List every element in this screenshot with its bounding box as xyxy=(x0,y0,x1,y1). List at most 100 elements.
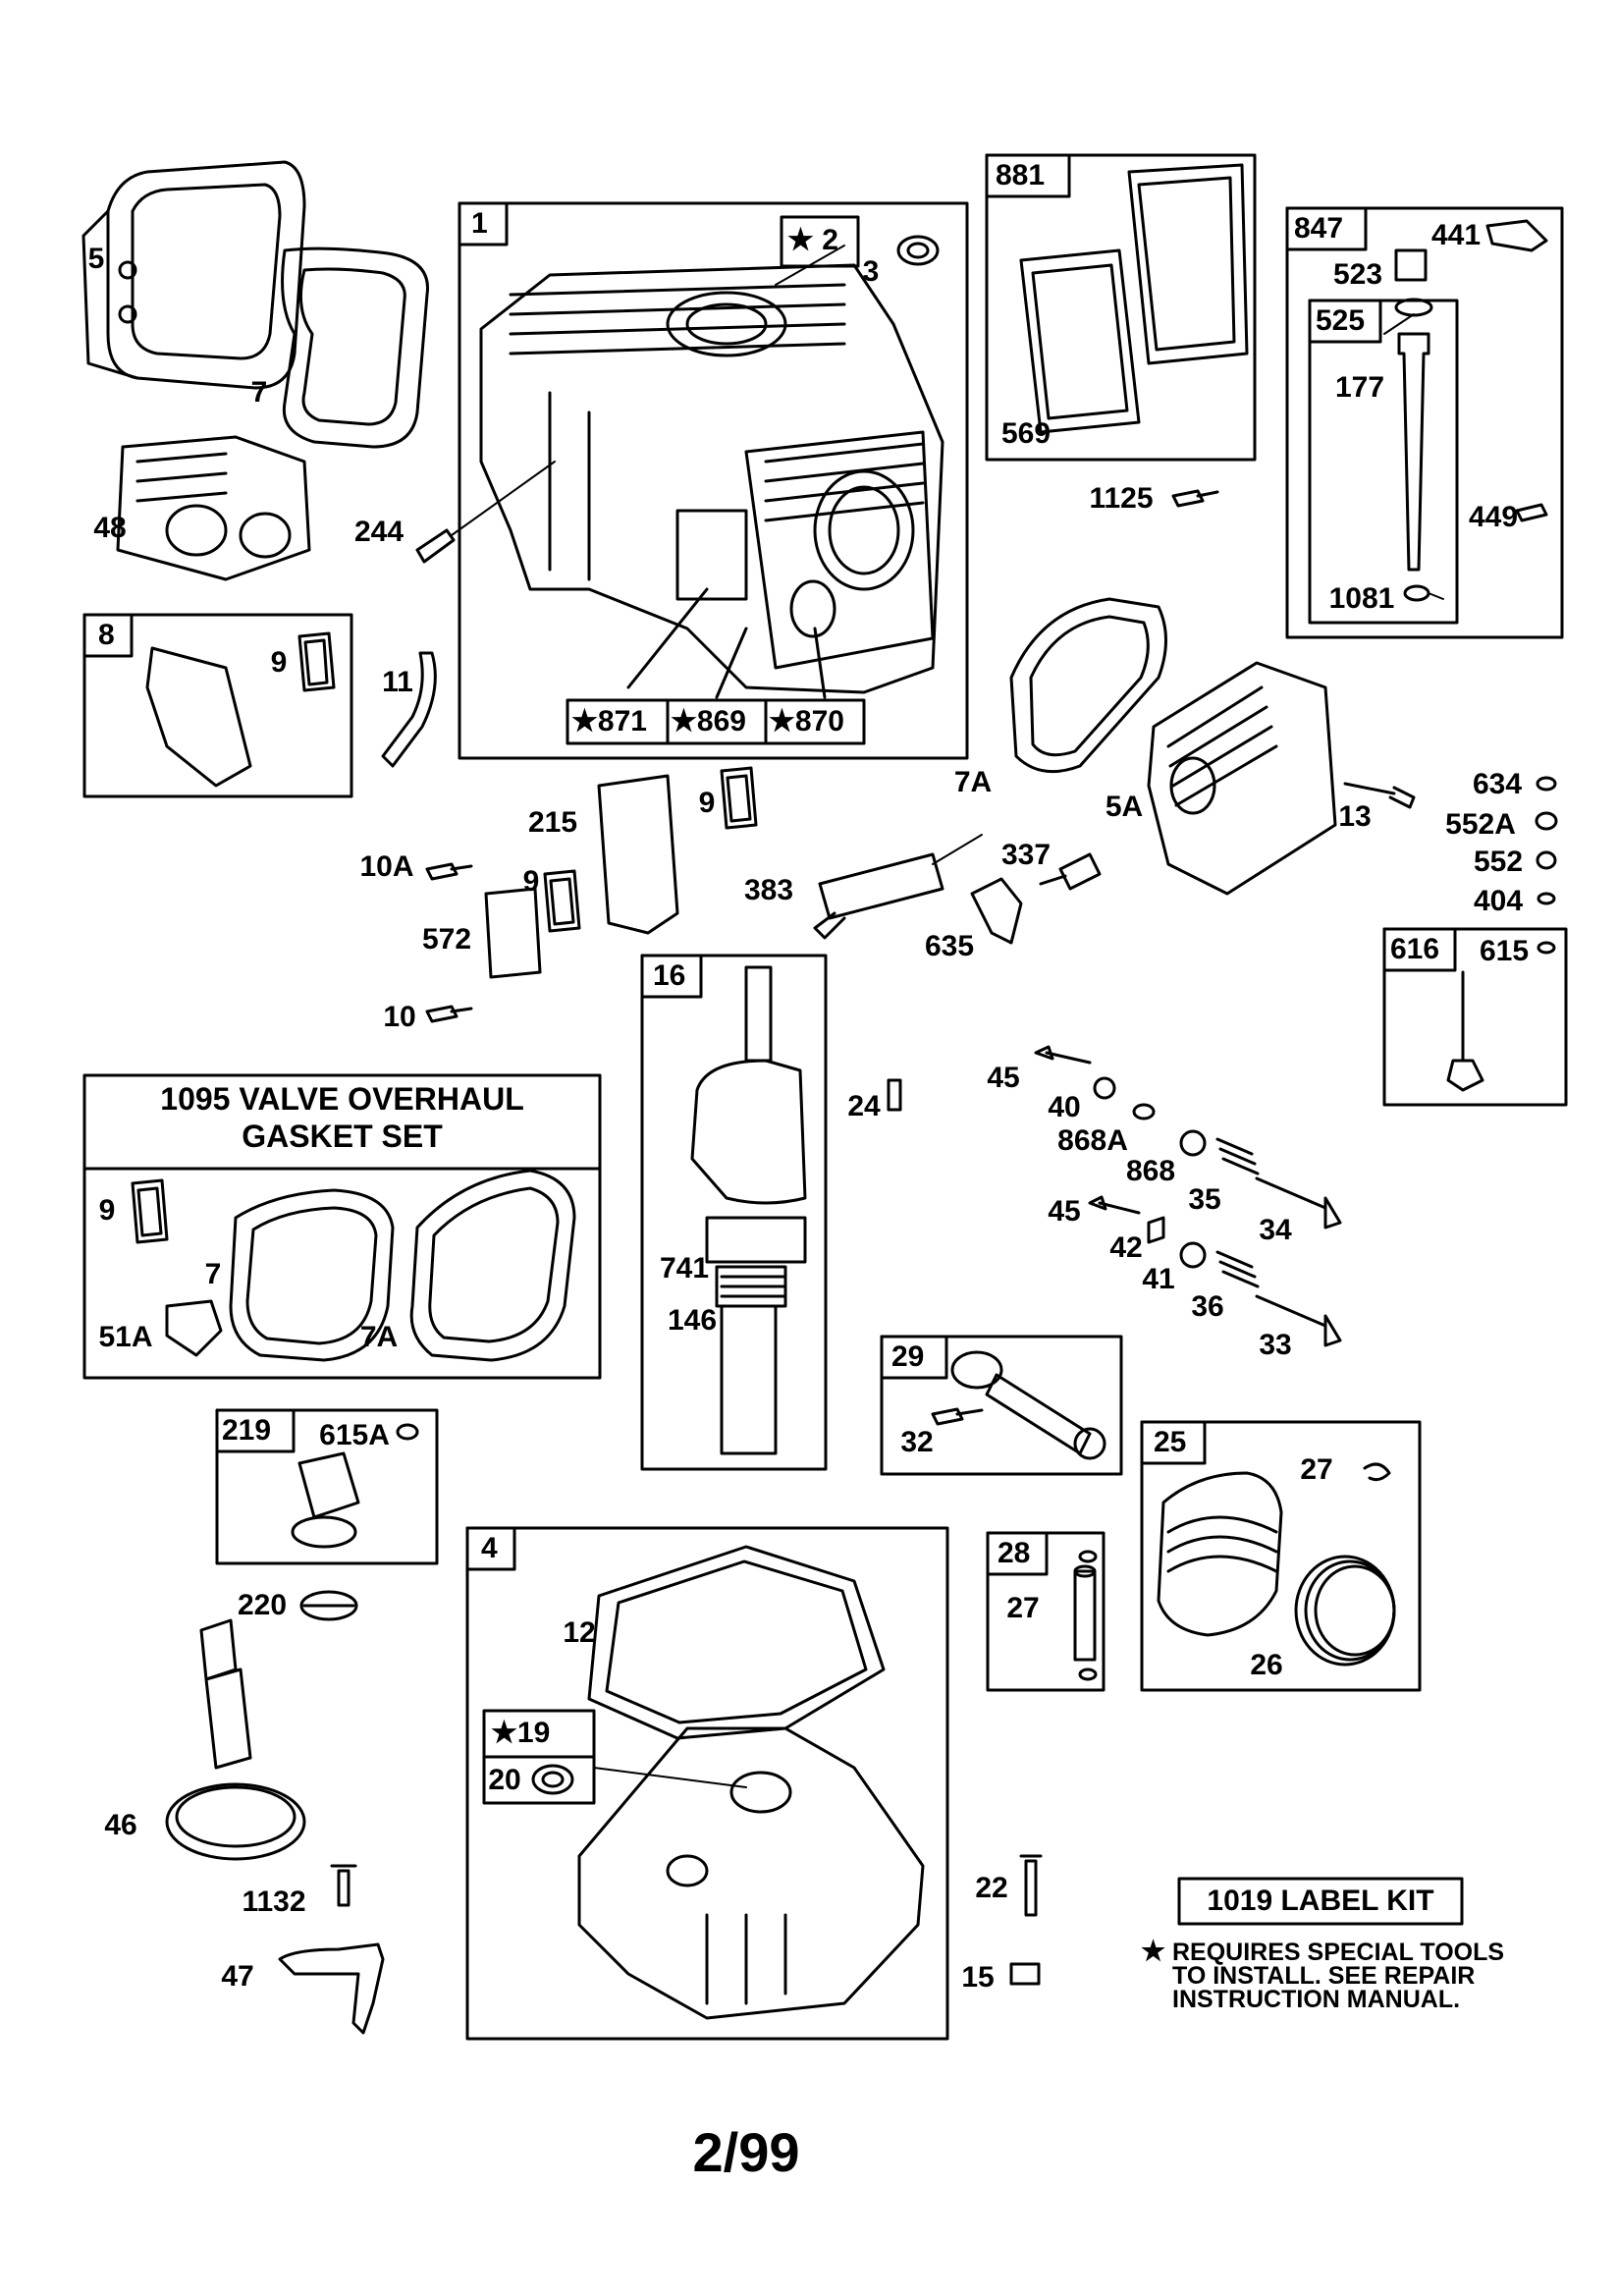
gasket-set-7a-drawing xyxy=(409,1169,576,1362)
frame-25 xyxy=(1140,1420,1422,1692)
label-36: 36 xyxy=(1191,1290,1224,1323)
cylinder-head-48-drawing xyxy=(116,435,311,581)
label-615a: 615A xyxy=(319,1419,390,1451)
piston-pin-28-drawing xyxy=(1073,1550,1098,1681)
frame-847 xyxy=(1285,206,1564,639)
screw-1125-drawing xyxy=(1171,489,1219,508)
label-337: 337 xyxy=(1000,839,1052,871)
leader-lines xyxy=(775,245,1444,600)
frame-28-tag-box xyxy=(986,1531,1049,1576)
label-572: 572 xyxy=(421,923,472,956)
label-383: 383 xyxy=(743,874,794,906)
note-star-icon: ★ xyxy=(1141,1936,1166,1966)
label-404: 404 xyxy=(1473,885,1524,917)
tag-29: 29 xyxy=(891,1340,925,1373)
tag-8: 8 xyxy=(98,619,115,651)
label-35: 35 xyxy=(1188,1183,1221,1216)
gasket-set-7-drawing xyxy=(229,1188,395,1362)
label-615: 615 xyxy=(1479,935,1530,967)
label-7a: 7A xyxy=(953,766,993,798)
gasket-set-title-line2: GASKET SET xyxy=(242,1119,443,1154)
tag-847: 847 xyxy=(1294,212,1344,245)
cylinder-head-cover-5-drawing xyxy=(81,160,306,390)
label-22: 22 xyxy=(975,1872,1008,1904)
frame-29 xyxy=(880,1335,1123,1476)
bolt-13-drawing xyxy=(1343,782,1416,809)
screw-10-drawing xyxy=(425,1005,473,1023)
label-177: 177 xyxy=(1334,371,1385,404)
frame-881-tag-box xyxy=(985,153,1071,198)
frame-219-tag-box xyxy=(215,1408,296,1453)
label-45a: 45 xyxy=(987,1062,1020,1094)
label-11: 11 xyxy=(382,666,413,698)
label-449: 449 xyxy=(1468,501,1519,533)
rocker-cover-gasket-881-drawing xyxy=(1019,163,1249,434)
label-40: 40 xyxy=(1048,1091,1081,1123)
tag-219: 219 xyxy=(222,1414,272,1447)
gasket-7a-drawing xyxy=(1009,597,1167,774)
label-146: 146 xyxy=(667,1304,718,1337)
frame-881 xyxy=(985,153,1257,462)
label-kit-title: 1019 LABEL KIT xyxy=(1207,1885,1434,1917)
valve-stem-seals-drawing xyxy=(1535,776,1558,905)
frame-gasket-set xyxy=(82,1073,602,1380)
tag-2: ★ 2 xyxy=(787,224,838,256)
cylinder-head-5a-drawing xyxy=(1147,661,1337,896)
dipstick-tube-525-drawing xyxy=(1394,298,1433,572)
sump-4-drawing xyxy=(577,1726,925,2020)
label-27b: 27 xyxy=(1006,1592,1040,1624)
frame-616-tag-box xyxy=(1382,927,1457,972)
screw-449-drawing xyxy=(1515,503,1548,522)
cylinder-block-drawing xyxy=(479,263,944,699)
tag-28: 28 xyxy=(998,1537,1031,1569)
ignition-module-383-drawing xyxy=(813,834,983,940)
camshaft-46-drawing xyxy=(165,1618,306,1861)
label-9c: 9 xyxy=(522,865,540,898)
gasket-9-drawing xyxy=(297,631,336,692)
frame-label-kit xyxy=(1177,1877,1464,1926)
tag-869: ★869 xyxy=(671,705,746,738)
seal-20-drawing xyxy=(531,1764,574,1795)
spark-plug-boot-635-drawing xyxy=(970,877,1023,945)
label-741: 741 xyxy=(659,1252,710,1285)
label-5a: 5A xyxy=(1105,791,1144,823)
frame-525-tag-box xyxy=(1308,299,1382,344)
dipstick-cap-523-drawing xyxy=(1394,248,1428,282)
screw-10a-drawing xyxy=(425,862,473,881)
label-1125: 1125 xyxy=(1089,482,1154,515)
piston-25-drawing xyxy=(1157,1462,1396,1667)
frame-525 xyxy=(1308,299,1459,625)
frame-16-crankshaft xyxy=(640,954,828,1471)
label-244: 244 xyxy=(353,516,404,548)
frame-870-box xyxy=(764,698,866,745)
label-33: 33 xyxy=(1259,1329,1292,1361)
breather-tube-11-drawing xyxy=(381,651,437,768)
key-24-drawing xyxy=(887,1078,902,1112)
air-guide-8-drawing xyxy=(145,646,252,788)
label-552: 552 xyxy=(1473,846,1524,878)
frame-29-tag-box xyxy=(880,1335,948,1380)
tag-616: 616 xyxy=(1390,933,1440,965)
label-27a: 27 xyxy=(1300,1453,1333,1486)
tag-19: ★19 xyxy=(491,1717,551,1749)
clip-441-drawing xyxy=(1485,219,1548,252)
screw-1132-drawing xyxy=(330,1864,357,1907)
gasket-9b-drawing xyxy=(720,766,758,830)
page-number: 2/99 xyxy=(692,2121,800,2183)
label-1081: 1081 xyxy=(1328,582,1395,615)
note-line2: TO INSTALL. SEE REPAIR xyxy=(1172,1962,1476,1990)
connecting-rod-29-drawing xyxy=(931,1350,1106,1460)
frame-1-tag-box xyxy=(458,201,509,246)
label-552a: 552A xyxy=(1445,808,1516,841)
label-24: 24 xyxy=(847,1090,881,1122)
frame-16-tag-box xyxy=(640,954,703,999)
label-32: 32 xyxy=(900,1426,934,1458)
screw-22-drawing xyxy=(1019,1854,1043,1917)
frame-616 xyxy=(1382,927,1568,1107)
label-9b: 9 xyxy=(698,787,716,819)
label-7a-set: 7A xyxy=(359,1321,399,1353)
label-10a: 10A xyxy=(359,850,414,883)
label-635: 635 xyxy=(924,930,975,962)
frame-4-tag-box xyxy=(465,1526,516,1571)
